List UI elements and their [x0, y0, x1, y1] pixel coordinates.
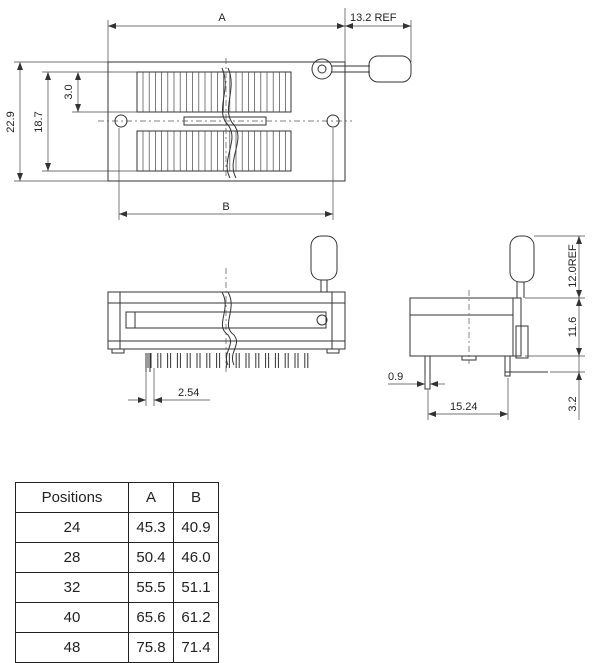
dim-3-0-label: 3.0 — [63, 84, 75, 99]
dim-18-7-label: 18.7 — [33, 111, 45, 132]
dim-2-54-label: 2.54 — [178, 387, 199, 399]
top-view: A 13.2 REF — [5, 8, 412, 220]
cell-b: 40.9 — [173, 512, 219, 543]
dim-22-9-label: 22.9 — [5, 111, 17, 132]
dim-0-9-label: 0.9 — [388, 371, 403, 383]
header-b: B — [173, 482, 219, 513]
front-lever-handle — [310, 235, 338, 281]
table-row: 32 55.5 51.1 — [15, 572, 219, 603]
header-positions: Positions — [15, 482, 129, 513]
lever-handle — [368, 55, 412, 83]
front-body-outline — [107, 291, 346, 350]
technical-drawing: A 13.2 REF — [5, 8, 585, 420]
table-row: 40 65.6 61.2 — [15, 602, 219, 633]
cell-positions: 24 — [15, 512, 129, 543]
side-view: 0.9 15.24 12.0REF 11.6 3.2 — [388, 235, 585, 420]
cell-b: 71.4 — [173, 632, 219, 663]
dim-11-6-label: 11.6 — [567, 317, 579, 338]
dim-3-2-label: 3.2 — [567, 396, 579, 411]
header-a: A — [128, 482, 174, 513]
dim-a-label: A — [218, 12, 226, 24]
cell-a: 75.8 — [128, 632, 174, 663]
dim-b-label: B — [222, 201, 229, 213]
cell-b: 61.2 — [173, 602, 219, 633]
lever-pivot-icon — [311, 58, 333, 80]
lower-contact-slots — [142, 131, 286, 171]
front-view: 2.54 — [107, 235, 346, 406]
side-lever-handle — [509, 235, 535, 283]
table-header-row: Positions A B — [15, 482, 219, 513]
upper-contact-slots — [142, 72, 286, 112]
dim-15-24-label: 15.24 — [450, 401, 478, 413]
cell-positions: 48 — [15, 632, 129, 663]
cell-a: 50.4 — [128, 542, 174, 573]
cell-positions: 40 — [15, 602, 129, 633]
cell-a: 45.3 — [128, 512, 174, 543]
cell-positions: 28 — [15, 542, 129, 573]
cell-a: 65.6 — [128, 602, 174, 633]
dimensions-table: Positions A B 24 45.3 40.9 28 50.4 46.0 … — [15, 482, 219, 663]
cell-b: 51.1 — [173, 572, 219, 603]
table-row: 48 75.8 71.4 — [15, 632, 219, 663]
top-body-outline — [107, 61, 346, 182]
ref-13-2-label: 13.2 REF — [350, 12, 397, 24]
cell-positions: 32 — [15, 572, 129, 603]
front-pins — [145, 353, 309, 372]
table-row: 28 50.4 46.0 — [15, 542, 219, 573]
cell-b: 46.0 — [173, 542, 219, 573]
table-row: 24 45.3 40.9 — [15, 512, 219, 543]
side-body-outline — [409, 297, 522, 357]
ref-12-0-label: 12.0REF — [567, 244, 579, 288]
cell-a: 55.5 — [128, 572, 174, 603]
